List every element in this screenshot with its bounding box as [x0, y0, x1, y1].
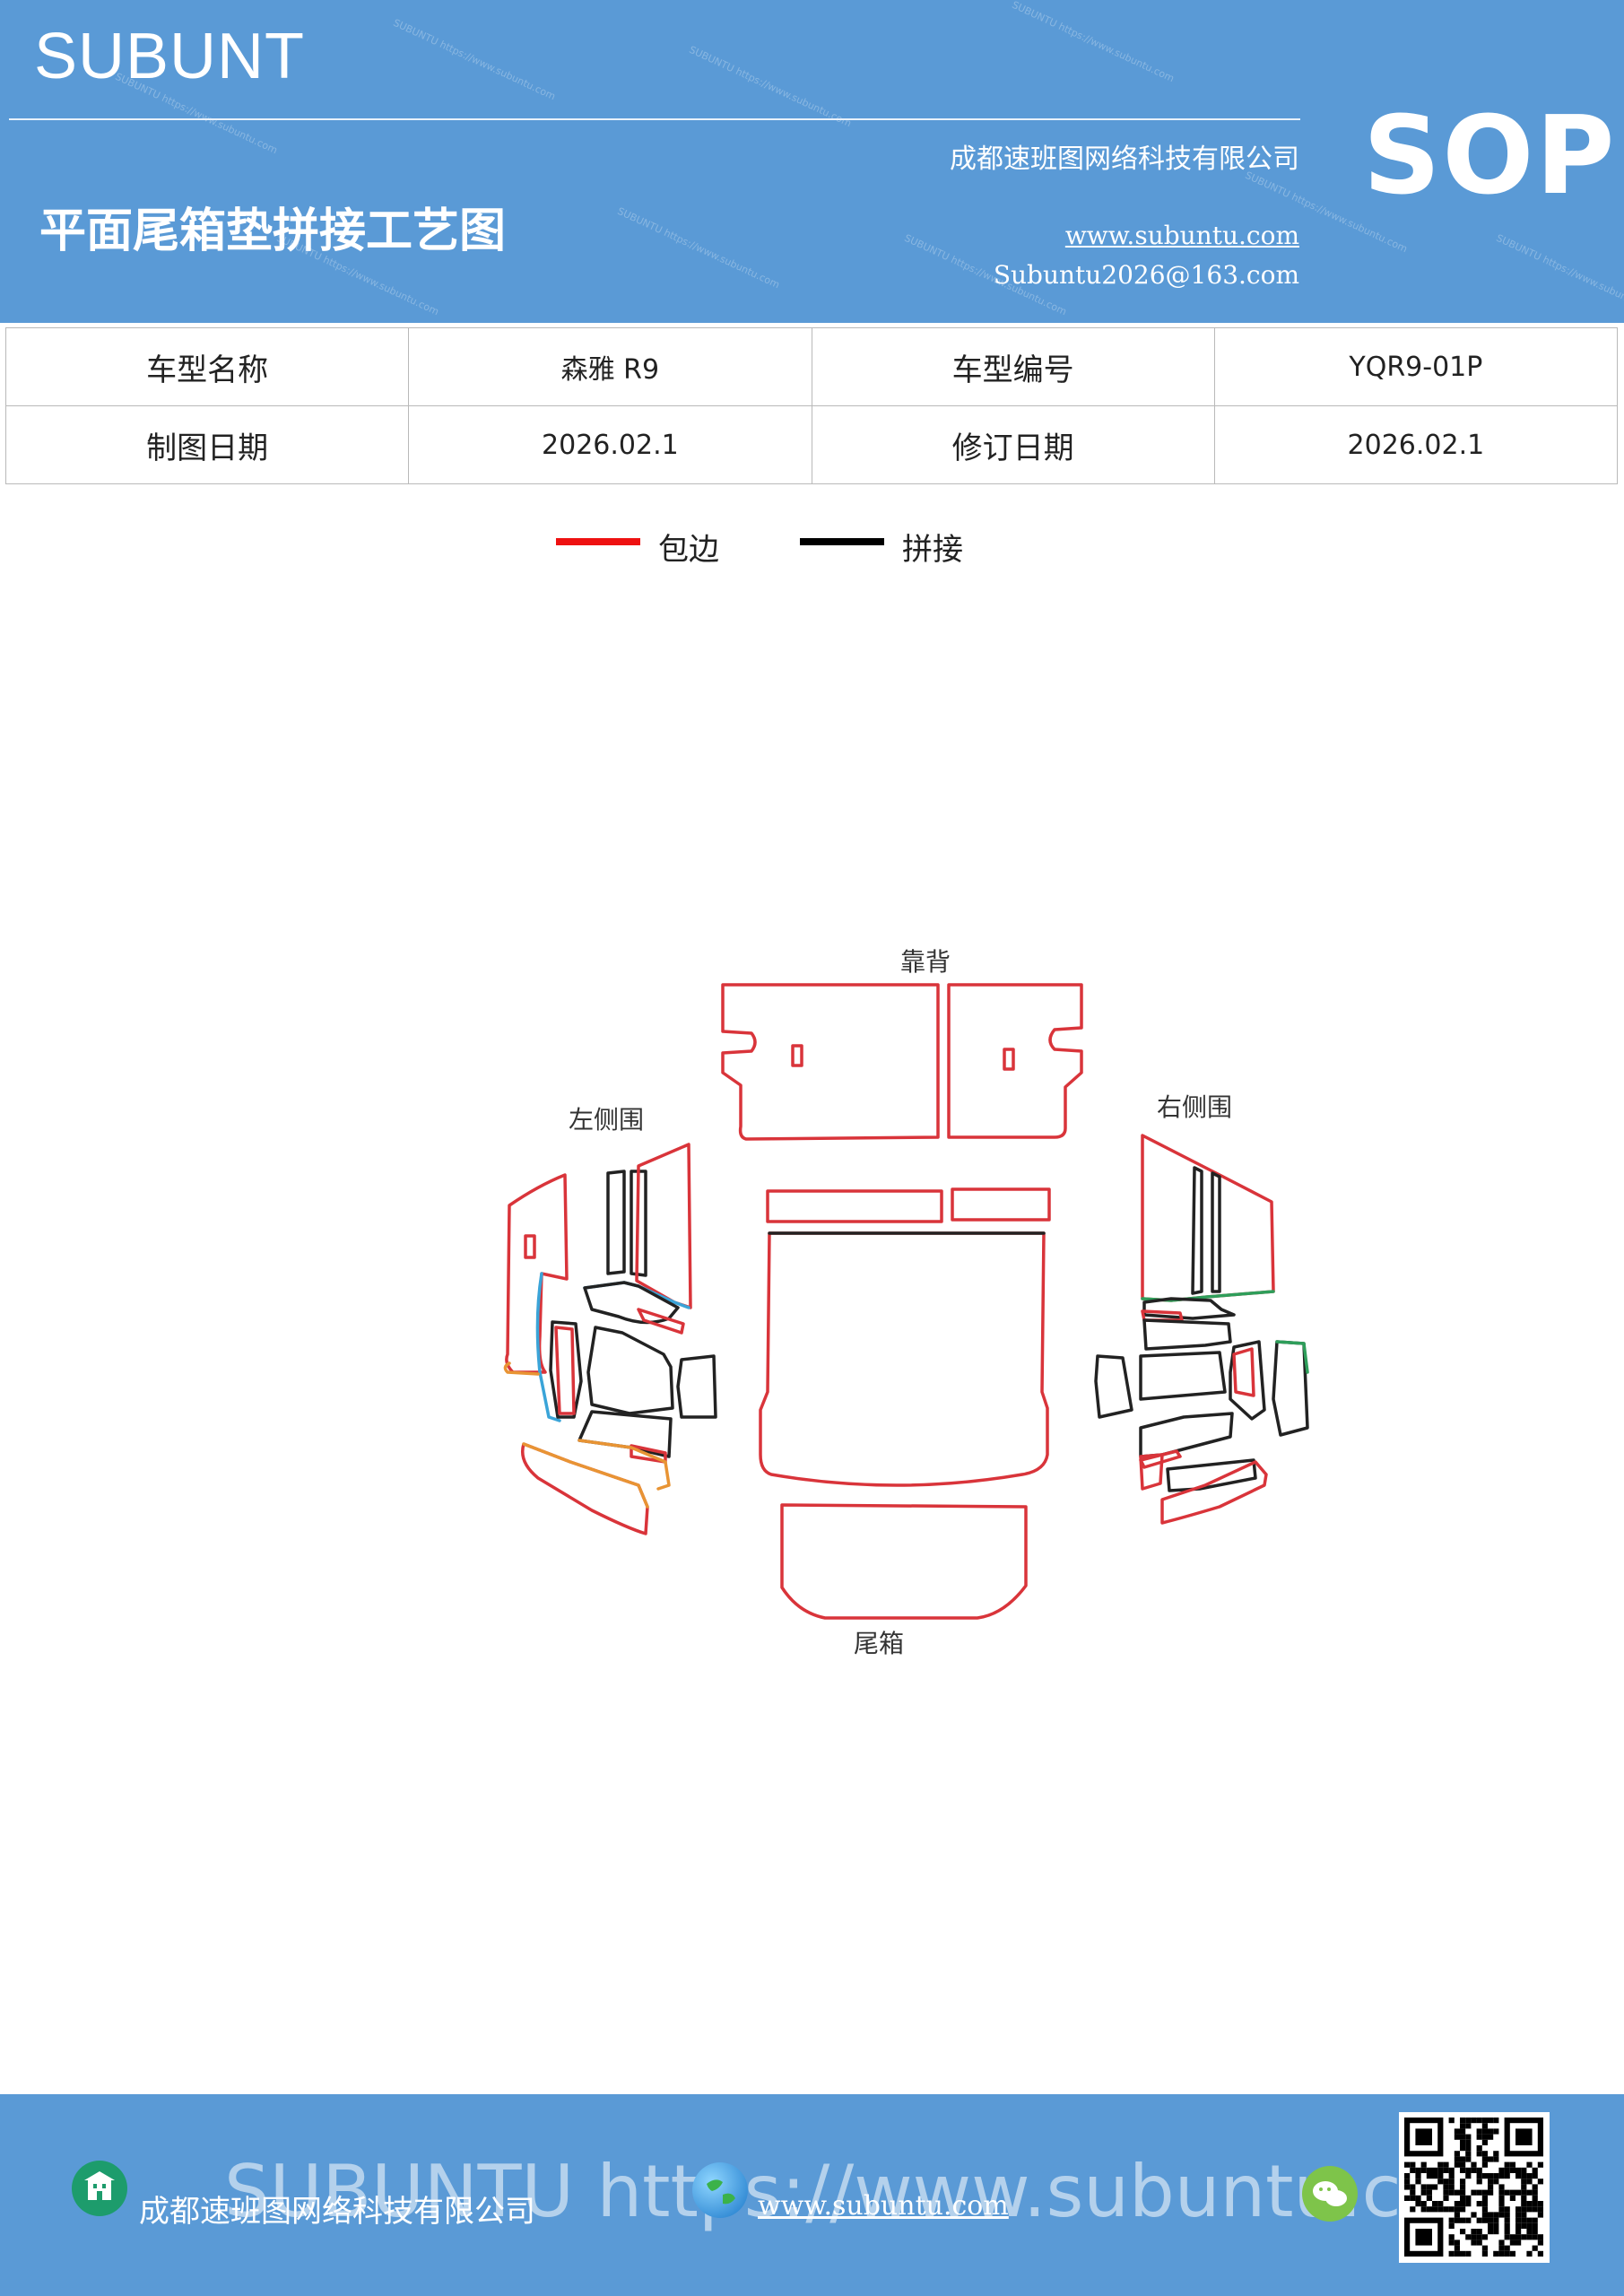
- right-side-bottom-panel: [1160, 1460, 1268, 1525]
- right-side-piece-g: [1139, 1412, 1234, 1458]
- right-side-small-piece: [1139, 1453, 1164, 1491]
- backrest-right-slot: [1003, 1048, 1015, 1071]
- seam-label: 拼接: [902, 532, 963, 568]
- model-name-value: 森雅 R9: [408, 327, 812, 406]
- left-side-bottom-panel: [521, 1442, 649, 1535]
- right-side-label: 右侧围: [1157, 1092, 1232, 1122]
- model-code-label: 车型编号: [811, 327, 1215, 406]
- left-side-strip-2: [630, 1170, 647, 1277]
- seam-swatch: [800, 538, 884, 545]
- left-side-slot: [524, 1234, 536, 1259]
- revision-date-value: 2026.02.1: [1213, 405, 1619, 484]
- footer-company: 成都速班图网络科技有限公司: [139, 2194, 535, 2230]
- website-link[interactable]: www.subuntu.com: [1064, 221, 1299, 250]
- backrest-left-panel: [721, 983, 940, 1141]
- right-side-red-strip-b: [1139, 1449, 1182, 1469]
- left-side-piece-b: [549, 1320, 583, 1419]
- edge-binding-swatch: [556, 538, 640, 545]
- left-side-piece-d: [676, 1354, 717, 1419]
- left-side-blue-edge: [535, 1272, 561, 1422]
- draw-date-value: 2026.02.1: [408, 405, 812, 484]
- model-code-value: YQR9-01P: [1213, 327, 1619, 406]
- table-row: 车型名称 森雅 R9 车型编号 YQR9-01P: [4, 327, 1619, 406]
- left-side-red-inner: [554, 1326, 576, 1415]
- right-side-red-strip-a: [1141, 1309, 1184, 1322]
- right-side-piece-h: [1166, 1458, 1257, 1492]
- left-side-label: 左侧围: [569, 1105, 644, 1135]
- right-side-piece-e: [1229, 1340, 1266, 1421]
- footer-watermark: SUBUNTU https://www.subuntu.com: [224, 2150, 1515, 2233]
- left-side-strip-1: [606, 1170, 626, 1275]
- trunk-floor-panel: [780, 1503, 1028, 1620]
- left-side-piece-c: [586, 1326, 674, 1415]
- header-divider: [9, 118, 1300, 120]
- right-side-piece-b: [1142, 1318, 1232, 1351]
- right-side-piece-f: [1272, 1340, 1309, 1437]
- header-banner: SUBUNTU https://www.subuntu.com SUBUNTU …: [0, 0, 1624, 323]
- model-name-label: 车型名称: [4, 327, 410, 406]
- right-side-strip-2: [1211, 1171, 1221, 1293]
- right-side-strip-1: [1191, 1166, 1203, 1295]
- globe-icon: [692, 2162, 748, 2218]
- building-icon: [72, 2161, 127, 2216]
- wechat-icon: [1302, 2166, 1358, 2222]
- main-floor-panel: [759, 1231, 1049, 1487]
- left-side-piece-e: [578, 1410, 673, 1458]
- left-side-red-strip-a: [637, 1308, 685, 1335]
- backrest-right-panel: [947, 983, 1083, 1139]
- trunk-label: 尾箱: [854, 1629, 904, 1658]
- left-side-orange-edge: [503, 1361, 540, 1376]
- table-row: 制图日期 2026.02.1 修订日期 2026.02.1: [4, 405, 1619, 484]
- legend: 包边 拼接: [0, 525, 1624, 570]
- right-side-piece-d: [1139, 1351, 1227, 1401]
- email-address[interactable]: Subuntu2026@163.com: [993, 260, 1299, 290]
- revision-date-label: 修订日期: [811, 405, 1215, 484]
- vehicle-info-table: 车型名称 森雅 R9 车型编号 YQR9-01P 制图日期 2026.02.1 …: [4, 327, 1619, 484]
- qr-code: [1399, 2112, 1550, 2263]
- right-side-upper-panel: [1141, 1134, 1275, 1302]
- left-side-orange-strip: [578, 1439, 671, 1491]
- left-side-bottom-orange: [522, 1442, 649, 1509]
- right-side-piece-a: [1142, 1297, 1236, 1320]
- brand-name: SUBUNT: [34, 21, 306, 92]
- right-side-green-strip: [1275, 1340, 1309, 1374]
- right-side-piece-c: [1094, 1354, 1133, 1419]
- sop-badge: SOP: [1363, 94, 1617, 219]
- footer-website-link[interactable]: www.subuntu.com: [758, 2190, 1009, 2222]
- center-strip-right: [951, 1187, 1051, 1222]
- page-title: 平面尾箱垫拼接工艺图: [39, 204, 507, 258]
- backrest-left-slot: [791, 1044, 803, 1067]
- footer-banner: SUBUNTU https://www.subuntu.com 成都速班图网络科…: [0, 2094, 1624, 2296]
- center-strip-left: [766, 1189, 943, 1223]
- backrest-label: 靠背: [900, 947, 951, 977]
- company-name: 成都速班图网络科技有限公司: [950, 144, 1299, 175]
- draw-date-label: 制图日期: [4, 405, 410, 484]
- right-side-red-inner: [1232, 1347, 1255, 1397]
- edge-binding-label: 包边: [658, 532, 719, 568]
